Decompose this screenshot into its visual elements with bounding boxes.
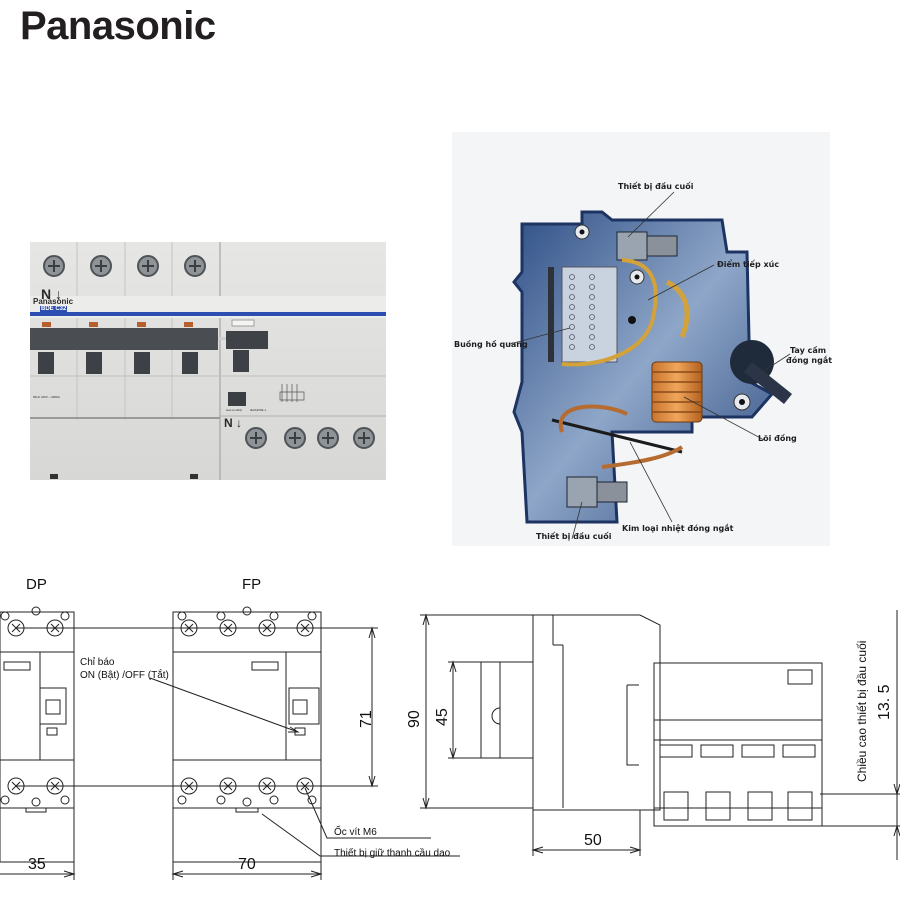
label-arc-chamber: Buồng hồ quang xyxy=(454,340,528,349)
pole-indicators xyxy=(42,322,193,327)
side-view xyxy=(420,613,661,856)
dim-terminal-height: 13. 5 xyxy=(876,684,893,720)
screw-note: Ốc vít M6 xyxy=(334,827,377,838)
rating-label: 50Hz 415V ~ 6000A xyxy=(33,395,60,399)
fp-screws xyxy=(177,606,317,807)
product-photo: N ↓ Panasonic BDE C32 50Hz 415V ~ 6000A … xyxy=(30,240,386,482)
dim-overall-height: 90 xyxy=(406,710,423,728)
cutaway-illustration xyxy=(509,191,792,540)
conductor xyxy=(561,258,658,367)
terminal-marker-bottom: N ↓ xyxy=(224,416,242,430)
terminal-marker-top: N ↓ xyxy=(41,286,62,302)
label-terminal-bottom: Thiết bị đầu cuối xyxy=(536,532,612,541)
brand-logo: Panasonic xyxy=(20,4,216,48)
end-view xyxy=(653,610,900,860)
photo-brand-label: Panasonic xyxy=(33,297,74,306)
rail-clip-note: Thiết bị giữ thanh cầu dao xyxy=(334,848,451,859)
fp-view xyxy=(172,606,322,863)
view-title-fp: FP xyxy=(242,576,262,593)
wiring-symbol xyxy=(279,384,305,402)
bimetal-strip xyxy=(551,418,683,454)
dim-dp-width: 35 xyxy=(28,856,46,873)
indicator-note-line1: Chỉ báo xyxy=(80,657,115,668)
label-handle-line1: Tay cầm xyxy=(790,346,827,355)
label-terminal-top: Thiết bị đầu cuối xyxy=(618,182,694,191)
standard-label: IEC61009-1 xyxy=(250,408,267,412)
dp-view xyxy=(0,606,75,863)
dim-fp-width: 70 xyxy=(238,856,256,873)
blue-stripe xyxy=(30,312,386,316)
leader-lines xyxy=(509,191,791,540)
dim-depth: 50 xyxy=(584,832,602,849)
label-bimetal-trip: Kim loại nhiệt đóng ngắt xyxy=(622,524,734,533)
label-handle-line2: đóng ngắt xyxy=(786,356,833,365)
drawing-lines xyxy=(0,606,900,880)
terminal-height-note: Chiều cao thiết bị đầu cuối xyxy=(855,640,869,782)
test-button xyxy=(228,392,246,406)
test-label: test monthly xyxy=(226,408,243,412)
indicator-leader xyxy=(149,677,299,733)
clip-leader xyxy=(261,813,460,857)
breaker-cutaway-diagram: Thiết bị đầu cuối Điểm tiếp xúc Buồng hồ… xyxy=(452,132,833,546)
label-moving-core: Lõi đồng xyxy=(758,434,797,443)
rcd-handle xyxy=(226,331,268,349)
indicator-note-line2: ON (Bật) /OFF (Tắt) xyxy=(80,670,169,681)
label-contact-point: Điểm tiếp xúc xyxy=(717,260,780,269)
top-terminal-screws xyxy=(43,255,206,277)
model-label: BDE C32 xyxy=(40,306,68,312)
dp-screws xyxy=(0,606,70,807)
screw-leader xyxy=(304,787,431,839)
view-title-dp: DP xyxy=(26,576,47,593)
rcbo-illustration xyxy=(30,242,386,480)
dim-front-height: 45 xyxy=(434,708,451,726)
top-terminal xyxy=(616,231,648,261)
dim-terminal-spacing: 71 xyxy=(358,710,375,728)
handle-bar xyxy=(30,328,218,350)
dimension-drawings: DP FP Chỉ báo ON (Bật) /OFF (Tắt) Ốc vít… xyxy=(0,560,900,900)
